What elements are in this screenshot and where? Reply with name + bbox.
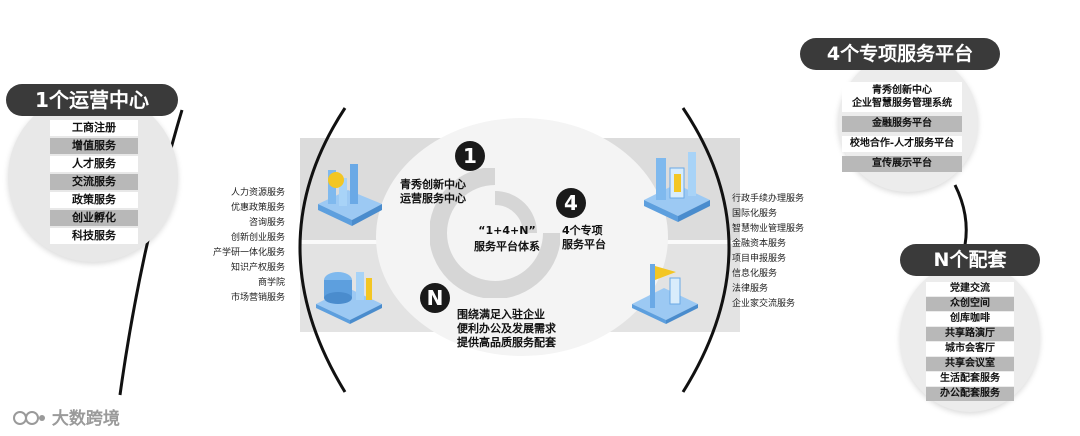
list-item: 创库咖啡 bbox=[926, 312, 1014, 326]
list-item: 校地合作-人才服务平台 bbox=[842, 136, 962, 152]
watermark-text: 大数跨境 bbox=[51, 409, 120, 429]
list-item: 生活配套服务 bbox=[926, 372, 1014, 386]
pie-cube-icon-bottom-left bbox=[316, 272, 382, 324]
service-item: 市场营销服务 bbox=[230, 293, 285, 303]
one-line2: 运营服务中心 bbox=[400, 192, 466, 205]
one-badge: 1 bbox=[455, 141, 485, 171]
service-item: 国际化服务 bbox=[732, 209, 778, 219]
system-line1: “1+4+N” bbox=[478, 224, 536, 237]
list-item: 工商注册 bbox=[50, 120, 138, 136]
service-item: 行政手续办理服务 bbox=[732, 194, 805, 204]
service-item: 法律服务 bbox=[732, 284, 769, 294]
service-item: 信息化服务 bbox=[732, 269, 778, 279]
center-disc bbox=[376, 118, 668, 356]
watermark: 大数跨境 bbox=[12, 404, 120, 429]
service-item: 产学研一体化服务 bbox=[212, 248, 285, 258]
list-item: 宣传展示平台 bbox=[842, 156, 962, 172]
four-badge: 4 bbox=[556, 188, 586, 218]
n-badge: N bbox=[420, 283, 450, 313]
service-item: 项目申报服务 bbox=[732, 254, 787, 264]
swirl-logo-icon bbox=[430, 168, 560, 298]
list-item: 城市会客厅 bbox=[926, 342, 1014, 356]
list-item: 政策服务 bbox=[50, 192, 138, 208]
list-item: 创业孵化 bbox=[50, 210, 138, 226]
list-item: 党建交流 bbox=[926, 282, 1014, 296]
service-item: 金融资本服务 bbox=[732, 239, 787, 249]
service-item: 创新创业服务 bbox=[230, 233, 285, 243]
four-line1: 4个专项 bbox=[562, 224, 603, 237]
n-line2: 便利办公及发展需求 bbox=[457, 322, 556, 335]
list-item: 交流服务 bbox=[50, 174, 138, 190]
platforms-list: 青秀创新中心 企业智慧服务管理系统金融服务平台校地合作-人才服务平台宣传展示平台 bbox=[842, 82, 962, 172]
service-item: 咨询服务 bbox=[248, 218, 285, 228]
list-item: 办公配套服务 bbox=[926, 387, 1014, 401]
platforms-title: 4个专项服务平台 bbox=[800, 38, 1000, 70]
one-line1: 青秀创新中心 bbox=[400, 178, 466, 191]
building-cube-icon-top-right bbox=[644, 152, 710, 222]
service-item: 知识产权服务 bbox=[230, 263, 285, 273]
facilities-list: 党建交流众创空间创库咖啡共享路演厅城市会客厅共享会议室生活配套服务办公配套服务 bbox=[926, 282, 1014, 401]
left-services-list: 人力资源服务优惠政策服务咨询服务创新创业服务产学研一体化服务知识产权服务商学院市… bbox=[213, 186, 285, 306]
list-item: 金融服务平台 bbox=[842, 116, 962, 132]
right-services-list: 行政手续办理服务国际化服务智慧物业管理服务金融资本服务项目申报服务信息化服务法律… bbox=[732, 192, 804, 312]
watermark-logo-icon bbox=[13, 411, 45, 425]
service-item: 人力资源服务 bbox=[230, 188, 285, 198]
list-item: 青秀创新中心 企业智慧服务管理系统 bbox=[842, 82, 962, 112]
list-item: 共享会议室 bbox=[926, 357, 1014, 371]
n-line3: 提供高品质服务配套 bbox=[457, 336, 556, 349]
list-item: 人才服务 bbox=[50, 156, 138, 172]
operation-center-list: 工商注册增值服务人才服务交流服务政策服务创业孵化科技服务 bbox=[50, 120, 138, 244]
chart-cube-icon-top-left bbox=[318, 164, 382, 226]
operation-center-title: 1个运营中心 bbox=[6, 84, 178, 116]
service-item: 智慧物业管理服务 bbox=[732, 224, 805, 234]
list-item: 众创空间 bbox=[926, 297, 1014, 311]
n-line1: 围绕满足入驻企业 bbox=[457, 308, 545, 321]
system-line2: 服务平台体系 bbox=[474, 240, 540, 253]
flag-cube-icon-bottom-right bbox=[632, 264, 698, 324]
service-item: 商学院 bbox=[257, 278, 285, 288]
list-item: 科技服务 bbox=[50, 228, 138, 244]
service-item: 优惠政策服务 bbox=[230, 203, 285, 213]
four-line2: 服务平台 bbox=[562, 238, 606, 251]
facilities-title: N个配套 bbox=[900, 244, 1040, 276]
service-item: 企业家交流服务 bbox=[732, 299, 796, 309]
list-item: 共享路演厅 bbox=[926, 327, 1014, 341]
list-item: 增值服务 bbox=[50, 138, 138, 154]
